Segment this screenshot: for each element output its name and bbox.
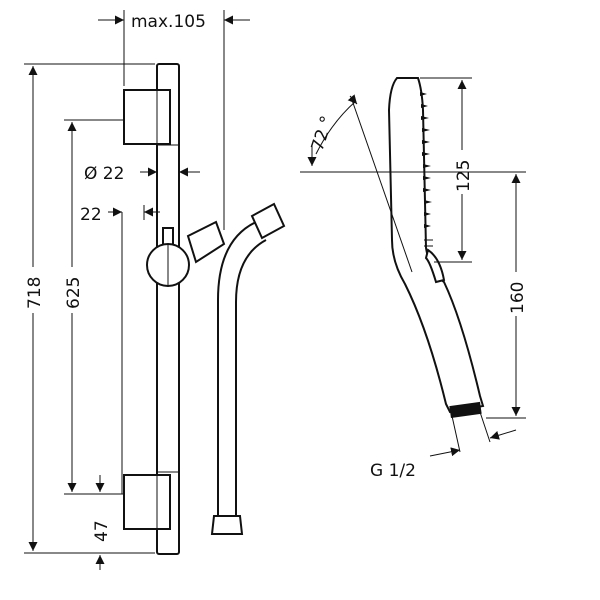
hand-shower bbox=[387, 77, 485, 419]
label-thread-g12: G 1/2 bbox=[370, 461, 416, 481]
label-offset-22: 22 bbox=[80, 205, 102, 225]
label-625: 625 bbox=[64, 277, 84, 309]
top-wall-bracket bbox=[123, 89, 171, 145]
rail-bar bbox=[156, 63, 180, 555]
label-angle-72: 72 ° bbox=[308, 114, 338, 154]
label-718: 718 bbox=[25, 277, 45, 309]
shower-rail-assembly bbox=[123, 63, 286, 555]
thread-connector bbox=[449, 401, 482, 419]
dim-718: 718 bbox=[22, 63, 155, 554]
label-47: 47 bbox=[92, 520, 112, 542]
label-diameter-22: Ø 22 bbox=[84, 164, 124, 184]
slider-holder bbox=[146, 220, 226, 287]
dim-thread-g12: G 1/2 bbox=[370, 411, 517, 481]
spray-nozzles bbox=[420, 92, 433, 247]
dim-47: 47 bbox=[92, 475, 112, 570]
shower-hose bbox=[210, 202, 286, 535]
dim-offset-22: 22 bbox=[80, 205, 160, 494]
label-125: 125 bbox=[454, 160, 474, 192]
dim-diameter-22: Ø 22 bbox=[84, 164, 200, 184]
label-160: 160 bbox=[508, 282, 528, 314]
bottom-wall-bracket bbox=[123, 474, 171, 530]
label-max-105: max.105 bbox=[131, 12, 206, 32]
dim-max-105: max.105 bbox=[98, 10, 250, 230]
dim-625: 625 bbox=[61, 119, 124, 495]
dim-125: 125 bbox=[420, 77, 474, 263]
dim-160: 160 bbox=[300, 171, 528, 419]
